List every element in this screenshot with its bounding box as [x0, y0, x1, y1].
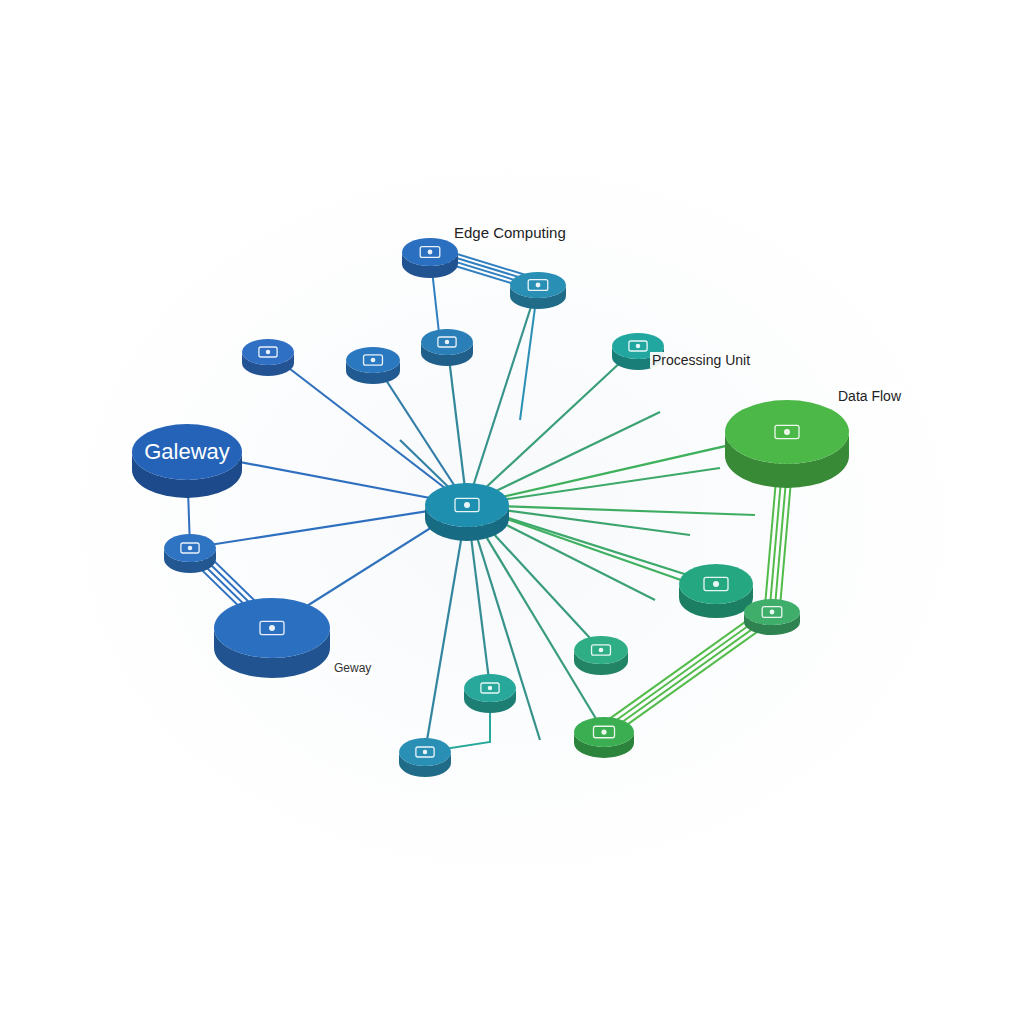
device-icon-dot: [423, 750, 428, 755]
node-heading: Geway: [332, 662, 373, 676]
device-icon: [528, 280, 548, 291]
device-icon-dot: [601, 729, 606, 734]
device-disk: [464, 674, 516, 713]
disk-top: [164, 534, 216, 562]
disk-top: [574, 717, 634, 747]
device-icon-dot: [488, 686, 493, 691]
device-icon: [704, 577, 728, 590]
network-wire: [467, 346, 638, 505]
node-heading: Processing Unit: [650, 352, 752, 368]
disk-top: [421, 329, 473, 355]
bundle-wire: [605, 614, 773, 734]
device-icon: [438, 337, 456, 347]
device-icon-dot: [713, 581, 719, 587]
node-heading: Data Flow: [836, 388, 903, 404]
disk-top: [574, 636, 628, 664]
disk-shape: [725, 400, 849, 488]
device-icon-dot: [269, 625, 275, 631]
device-disk: [744, 599, 800, 635]
device-disk: [679, 564, 753, 618]
device-icon-dot: [428, 250, 433, 255]
device-icon: [455, 498, 479, 511]
disk-top: [399, 738, 451, 766]
network-wire: [425, 505, 467, 752]
disk-top: [725, 400, 849, 464]
device-icon: [629, 341, 647, 351]
bundle-wire: [603, 610, 771, 730]
disk-shape: [214, 598, 330, 678]
device-icon: [420, 247, 440, 258]
device-icon: [762, 607, 782, 618]
disk-shape: [402, 238, 458, 278]
network-wire: [467, 505, 772, 612]
gateway-node: Galeway: [132, 424, 242, 498]
disk-top: [132, 424, 242, 480]
device-icon-dot: [536, 283, 541, 288]
background-glow: [42, 140, 982, 900]
device-disk: [164, 534, 216, 573]
disk-group: [164, 272, 800, 777]
disk-top: [464, 674, 516, 702]
device-icon-dot: [770, 610, 775, 615]
disk-top: [679, 564, 753, 604]
wire-group: [185, 246, 795, 752]
node-title: Galeway: [144, 439, 230, 464]
data-flow-node: Data Flow: [725, 400, 849, 488]
device-icon-dot: [464, 502, 470, 508]
device-icon: [260, 621, 284, 634]
node-heading: Edge Computing: [452, 224, 568, 241]
device-icon: [416, 747, 434, 757]
edge-node: Edge Computing: [402, 238, 458, 278]
disk-top: [346, 347, 400, 373]
device-disk: [574, 636, 628, 675]
device-icon: [594, 726, 615, 738]
device-icon: [592, 645, 611, 655]
gateway-node: Geway: [214, 598, 330, 678]
device-disk: [510, 272, 566, 309]
device-icon-dot: [266, 350, 271, 355]
device-icon-dot: [371, 358, 376, 363]
disk-top: [744, 599, 800, 625]
bundle-wire: [608, 618, 776, 738]
network-wire: [268, 352, 467, 505]
device-icon: [181, 543, 199, 553]
processing-node: Processing Unit: [612, 333, 664, 370]
device-disk: [242, 339, 294, 376]
disk-top: [214, 598, 330, 658]
device-icon: [259, 347, 277, 357]
disk-top: [242, 339, 294, 365]
device-icon-dot: [188, 546, 193, 551]
device-icon-dot: [784, 429, 790, 435]
device-disk: [425, 483, 509, 541]
device-disk: [421, 329, 473, 366]
device-icon-dot: [599, 648, 604, 653]
device-disk: [574, 717, 634, 758]
device-icon-dot: [445, 340, 450, 345]
device-icon-dot: [636, 344, 641, 349]
device-icon: [364, 355, 383, 365]
disk-top: [510, 272, 566, 298]
disk-top: [402, 238, 458, 266]
device-disk: [399, 738, 451, 777]
device-icon: [481, 683, 499, 693]
device-disk: [346, 347, 400, 384]
device-icon: [775, 425, 799, 438]
disk-top: [425, 483, 509, 527]
